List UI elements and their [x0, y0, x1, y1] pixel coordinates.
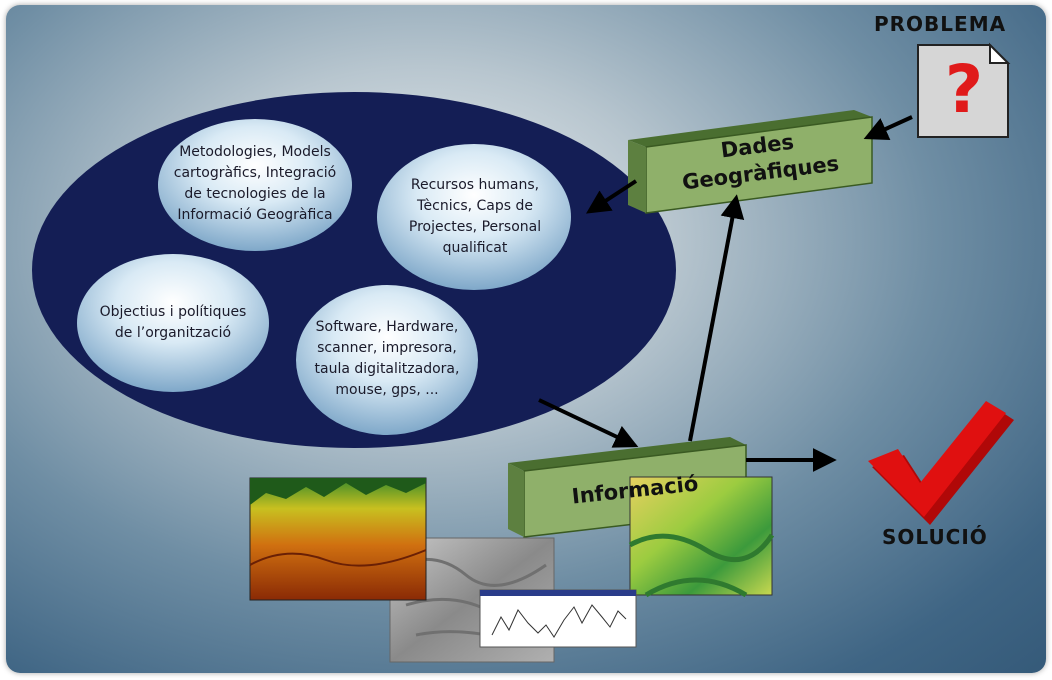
problem-document-icon [917, 42, 1011, 138]
solution-label: SOLUCIÓ [882, 525, 988, 549]
bubble-line: taula digitalitzadora, [314, 361, 460, 377]
arrow-information-to-geodata [688, 194, 745, 442]
bubble-line: Projectes, Personal [408, 219, 542, 235]
geodata-box [628, 110, 873, 214]
question-mark-icon: ? [944, 51, 984, 128]
diagram-frame: Metodologies, Models cartogràfics, Integ… [6, 5, 1046, 673]
bubble-software [296, 285, 478, 435]
bubble-line: Recursos humans, [410, 177, 540, 193]
bubble-objectives-text: Objectius i polítiques de l’organització [83, 302, 263, 344]
elevation-profile-chart [479, 589, 637, 648]
bubble-software-text: Software, Hardware, scanner, impresora, … [302, 317, 472, 401]
arrow-geodata-to-organization [585, 179, 638, 214]
bubble-line: Informació Geogràfica [177, 207, 333, 223]
bubble-methodologies-text: Metodologies, Models cartogràfics, Integ… [165, 142, 345, 226]
bubble-line: cartogràfics, Integració [173, 165, 337, 181]
arrow-problem-to-geodata [863, 115, 913, 140]
bubble-line: Tècnics, Caps de [416, 198, 534, 214]
bubble-objectives [77, 254, 269, 392]
bubble-resources-text: Recursos humans, Tècnics, Caps de Projec… [387, 175, 563, 259]
checkmark-icon [868, 401, 1014, 525]
bubble-line: Objectius i polítiques [99, 304, 247, 320]
arrow-organization-to-information [538, 398, 639, 448]
landcover-map [629, 476, 773, 596]
diagram-canvas [32, 42, 1014, 663]
bubble-line: Metodologies, Models [179, 144, 331, 160]
map-thumbnails [249, 476, 775, 663]
bubble-line: de l’organització [114, 325, 232, 341]
bubble-line: mouse, gps, ... [335, 382, 439, 398]
elevation-model [249, 477, 427, 601]
bubble-methodologies [158, 119, 352, 251]
bubble-line: Software, Hardware, [315, 319, 459, 335]
problem-label: PROBLEMA [874, 12, 1007, 36]
bubble-line: qualificat [442, 240, 508, 256]
bubble-resources [377, 144, 571, 290]
bubble-line: scanner, impresora, [317, 340, 457, 356]
bubble-line: de tecnologies de la [184, 186, 326, 202]
